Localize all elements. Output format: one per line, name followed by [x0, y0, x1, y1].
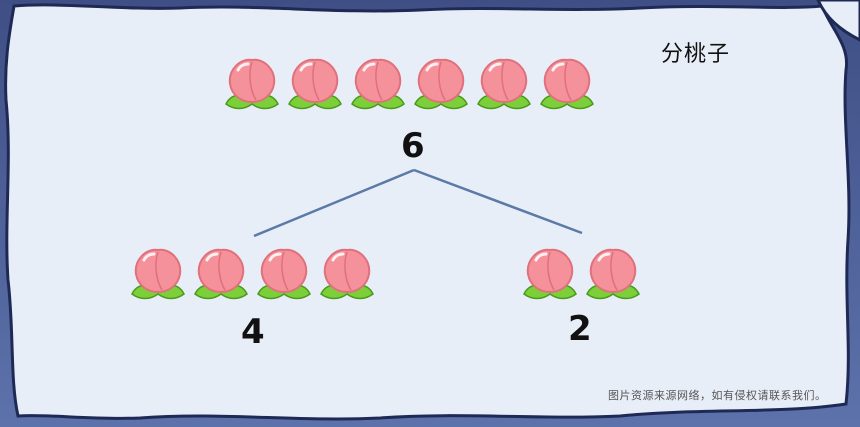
total-peach-icon [285, 54, 345, 112]
total-peach-icon [348, 54, 408, 112]
total-peach-icon [474, 54, 534, 112]
left-peach-icon [128, 244, 188, 302]
left-peach-icon [254, 244, 314, 302]
total-peach-icon [411, 54, 471, 112]
left-peach-icon [191, 244, 251, 302]
total-peach-icon [537, 54, 597, 112]
right-part-number: 2 [568, 309, 592, 349]
right-peach-icon [520, 244, 580, 302]
total-number: 6 [401, 126, 425, 166]
left-peach-icon [317, 244, 377, 302]
page-title: 分桃子 [661, 42, 731, 67]
total-peach-icon [222, 54, 282, 112]
credit-note: 图片资源来源网络，如有侵权请联系我们。 [608, 389, 827, 402]
right-peach-icon [583, 244, 643, 302]
left-part-number: 4 [241, 312, 265, 352]
